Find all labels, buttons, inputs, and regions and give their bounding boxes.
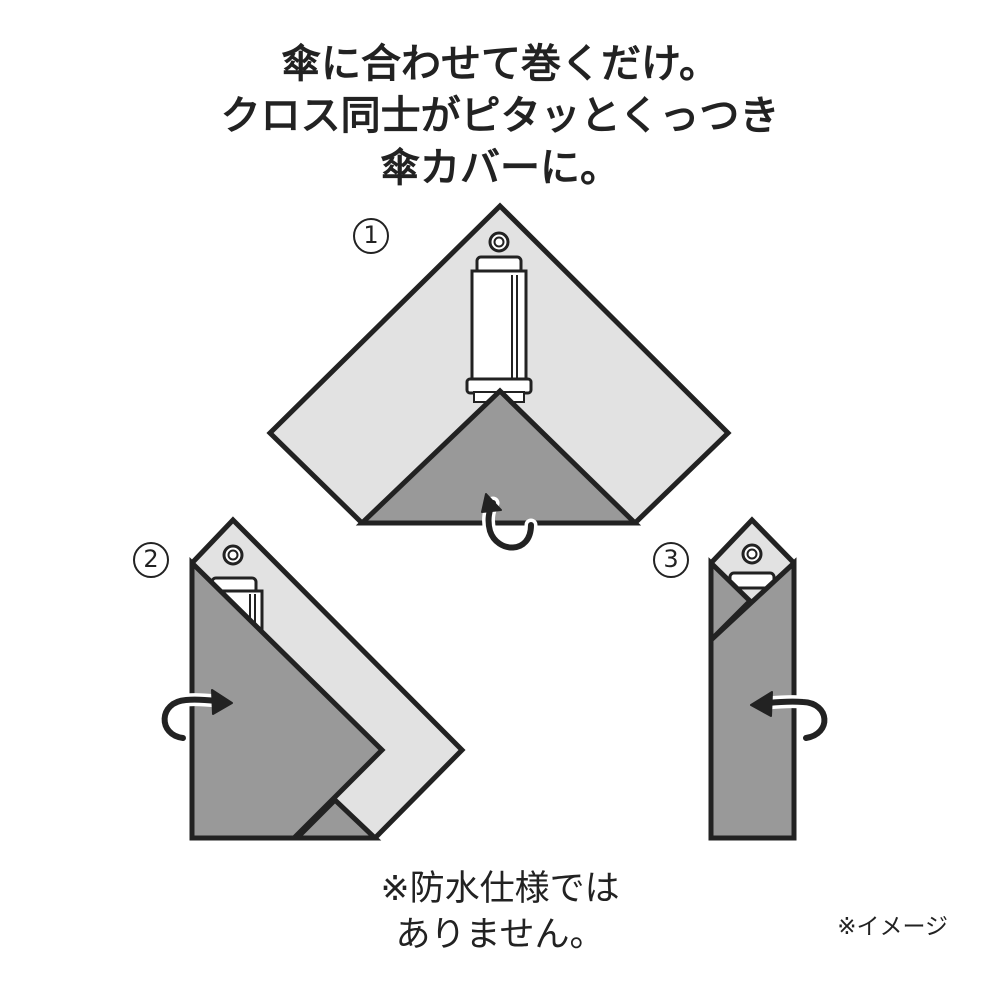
grommet-icon: [222, 544, 244, 566]
headline-line-3: 傘カバーに。: [380, 145, 620, 191]
waterproof-note-line-2: ありません。: [395, 915, 605, 955]
headline-line-1: 傘に合わせて巻くだけ。: [281, 41, 719, 87]
step-1-folded-flap: [355, 387, 642, 526]
step-3-diagram: [708, 516, 831, 841]
step-1-diagram: [266, 202, 732, 554]
step-1-number: 1: [353, 218, 389, 254]
fold-arrow-icon: [158, 689, 233, 745]
grommet-icon: [488, 231, 510, 253]
step-1-umbrella: [465, 255, 533, 403]
image-note: ※イメージ: [837, 914, 948, 940]
waterproof-note: ※防水仕様では ありません。: [300, 866, 700, 958]
step-2-folded-flap-left: [189, 557, 386, 841]
step-3-number: 3: [653, 542, 689, 578]
fold-arrow-icon: [750, 691, 831, 745]
fold-arrow-icon: [481, 493, 538, 554]
headline: 傘に合わせて巻くだけ。 クロス同士がピタッとくっつき 傘カバーに。: [0, 38, 1000, 194]
step-2-diagram: [158, 516, 466, 841]
headline-line-2: クロス同士がピタッとくっつき: [220, 93, 780, 139]
step-3-right-flap: [708, 557, 797, 841]
step-2-number: 2: [133, 542, 169, 578]
grommet-icon: [741, 543, 763, 565]
waterproof-note-line-1: ※防水仕様では: [380, 869, 620, 909]
